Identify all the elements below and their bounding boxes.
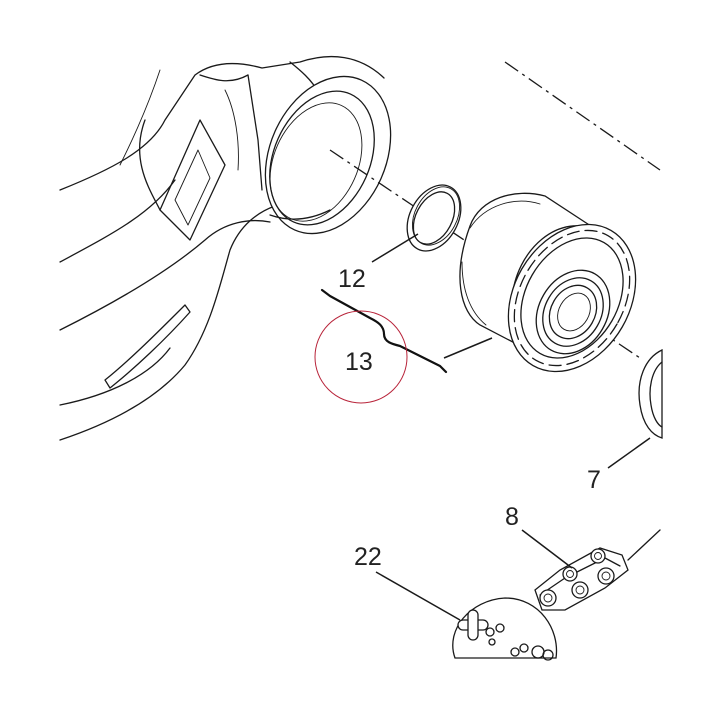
leader-22 bbox=[375, 571, 461, 621]
sprocket-carrier-partial bbox=[638, 348, 663, 439]
eccentric-hub bbox=[459, 192, 637, 373]
chain-link-kit bbox=[452, 597, 558, 661]
highlight-circle bbox=[314, 310, 408, 404]
leader-7 bbox=[607, 437, 651, 469]
leader-lines bbox=[371, 233, 651, 621]
part-label-22: 22 bbox=[354, 543, 382, 571]
part-label-8: 8 bbox=[505, 503, 519, 531]
seal-ring bbox=[406, 184, 462, 252]
leader-13 bbox=[443, 337, 493, 359]
part-label-13: 13 bbox=[345, 348, 373, 376]
chain-segment bbox=[534, 529, 661, 611]
group-bracket-13 bbox=[320, 288, 448, 374]
part-label-7: 7 bbox=[587, 466, 601, 494]
leader-12 bbox=[371, 233, 419, 263]
swingarm bbox=[59, 56, 392, 441]
leader-8 bbox=[521, 529, 573, 569]
part-label-12: 12 bbox=[338, 265, 366, 293]
